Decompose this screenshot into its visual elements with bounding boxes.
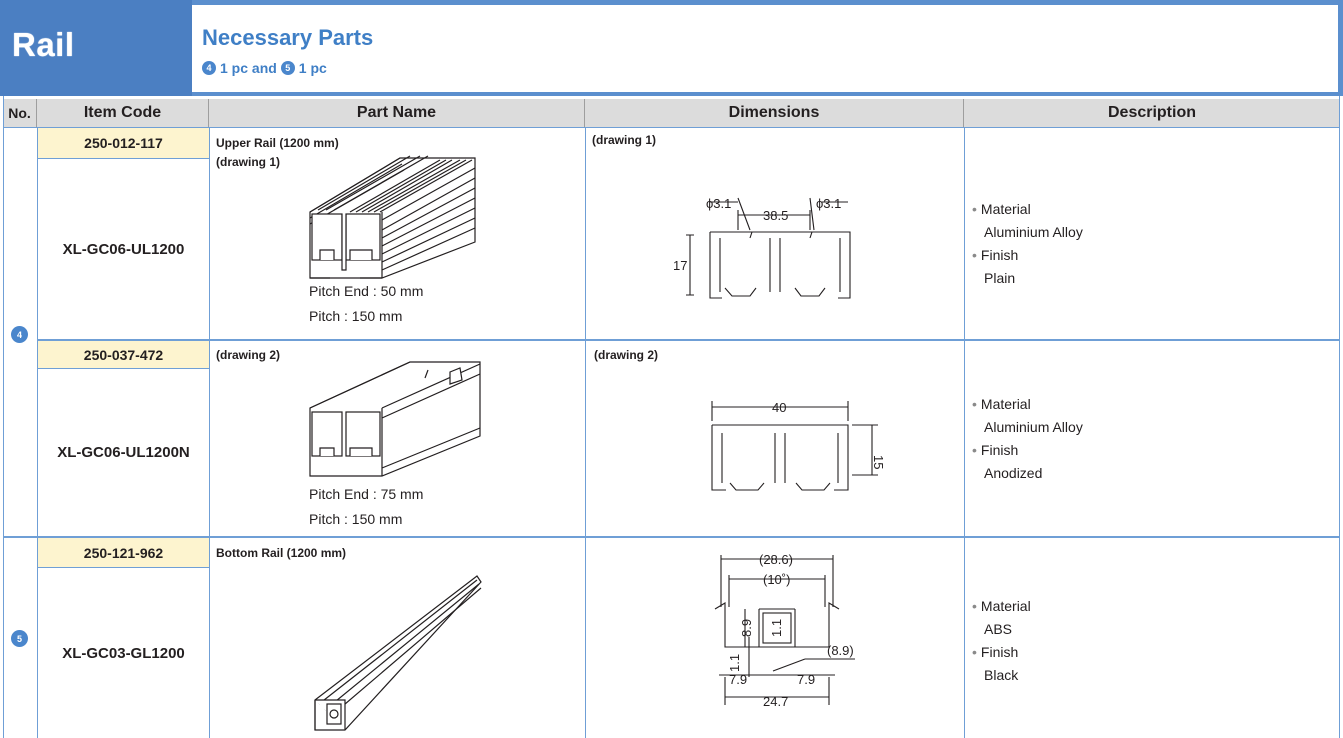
- column-header-no: No.: [3, 99, 37, 127]
- dimension-inner-angle: (10˚): [763, 572, 790, 587]
- part-name-note: (drawing 1): [216, 155, 281, 169]
- dimension-width: 38.5: [763, 208, 788, 223]
- description-label: Finish: [980, 644, 1019, 660]
- necessary-parts-title: Necessary Parts: [202, 25, 374, 50]
- description-block: •Material ABS •Finish Black: [972, 595, 1031, 687]
- dimension-hole-left: ϕ3.1: [706, 196, 731, 211]
- dimension-height: 17: [673, 258, 687, 273]
- dimension-hole-right: ϕ3.1: [816, 196, 841, 211]
- necessary-parts-list: 4 1 pc and 5 1 pc: [202, 60, 327, 76]
- dimension-height: 15: [871, 455, 886, 469]
- bullet: •: [972, 247, 977, 263]
- code-divider: [37, 158, 209, 159]
- column-header-item-code: Item Code: [37, 99, 209, 127]
- part-number-badge: 5: [280, 61, 295, 75]
- necessary-parts-box: Necessary Parts 4 1 pc and 5 1 pc: [192, 5, 1338, 92]
- code-divider: [37, 368, 209, 369]
- dimension-bottom: 24.7: [763, 694, 788, 709]
- column-header-part-name: Part Name: [209, 99, 585, 127]
- item-code-secondary: 250-012-117: [38, 128, 209, 158]
- row-divider: [3, 127, 1340, 128]
- upper-rail-dimension-drawing: ϕ3.1 ϕ3.1 38.5 17: [673, 196, 851, 299]
- dimension-right: 7.9: [797, 672, 815, 687]
- dimension-slot: (8.9): [827, 643, 854, 658]
- bottom-rail-dimension-drawing: (28.6) (10˚) 8.9 1.1 1.1 (8.9) 7.9 7.9 2…: [714, 552, 855, 709]
- header: Rail Necessary Parts 4 1 pc and 5 1 pc: [0, 0, 1343, 96]
- description-label: Material: [980, 598, 1031, 614]
- dimension-label: (drawing 1): [592, 133, 657, 147]
- description-value: Aluminium Alloy: [984, 419, 1083, 435]
- upper-rail-anodized-illustration: [309, 361, 481, 477]
- dimension-height-b: 1.1: [769, 619, 784, 637]
- pitch-end: Pitch End : 75 mm: [309, 486, 424, 502]
- section-title-block: Rail: [0, 0, 192, 96]
- description-value: Plain: [984, 270, 1016, 286]
- pitch-end: Pitch End : 50 mm: [309, 283, 424, 299]
- column-divider: [37, 127, 38, 738]
- description-label: Finish: [980, 442, 1019, 458]
- bottom-rail-illustration: [314, 575, 482, 731]
- upper-rail-anodized-dimension-drawing: 40 15: [711, 400, 886, 491]
- bullet: •: [972, 201, 977, 217]
- dimension-label: (drawing 2): [594, 348, 659, 362]
- bullet: •: [972, 396, 977, 412]
- code-divider: [37, 567, 209, 568]
- bullet: •: [972, 442, 977, 458]
- description-value: Anodized: [984, 465, 1043, 481]
- pitch: Pitch : 150 mm: [309, 511, 403, 527]
- row-number-badge: 4: [11, 326, 28, 343]
- dimension-width: 40: [772, 400, 786, 415]
- item-code: XL-GC06-UL1200: [62, 240, 185, 258]
- description-value: Black: [984, 667, 1019, 683]
- item-code: XL-GC06-UL1200N: [57, 444, 190, 461]
- column-divider: [209, 127, 210, 738]
- bullet: •: [972, 644, 977, 660]
- description-value: Aluminium Alloy: [984, 224, 1083, 240]
- table-border-left: [3, 96, 4, 738]
- column-header-description: Description: [964, 99, 1340, 127]
- table-border-right: [1339, 96, 1340, 738]
- part-number-badge: 4: [202, 61, 216, 75]
- description-label: Material: [980, 396, 1031, 412]
- dimension-outer-width: (28.6): [759, 552, 793, 567]
- description-label: Material: [980, 201, 1031, 217]
- upper-rail-illustration: [309, 155, 476, 279]
- row-divider: [3, 536, 1340, 538]
- description-value: ABS: [984, 621, 1013, 637]
- part-name: Bottom Rail (1200 mm): [216, 546, 347, 560]
- part-quantity: 1 pc: [298, 60, 327, 76]
- part-name: Upper Rail (1200 mm): [216, 136, 339, 150]
- dimension-height-c: 1.1: [727, 654, 742, 672]
- row-number-badge: 5: [11, 630, 28, 647]
- item-code-secondary: 250-121-962: [38, 538, 209, 567]
- part-name-note: (drawing 2): [216, 348, 281, 362]
- bullet: •: [972, 598, 977, 614]
- item-code: XL-GC03-GL1200: [62, 644, 185, 662]
- description-block: •Material Aluminium Alloy •Finish Anodiz…: [972, 393, 1083, 485]
- section-title: Rail: [12, 26, 75, 63]
- dimension-height-a: 8.9: [739, 619, 754, 637]
- column-divider: [964, 127, 965, 738]
- dimension-left: 7.9: [729, 672, 747, 687]
- part-quantity: 1 pc and: [220, 60, 277, 76]
- item-code-secondary: 250-037-472: [38, 341, 209, 368]
- pitch: Pitch : 150 mm: [309, 308, 403, 324]
- column-divider: [585, 127, 586, 738]
- description-label: Finish: [980, 247, 1019, 263]
- description-block: •Material Aluminium Alloy •Finish Plain: [972, 198, 1083, 290]
- row-divider: [37, 339, 1340, 341]
- column-header-dimensions: Dimensions: [585, 99, 964, 127]
